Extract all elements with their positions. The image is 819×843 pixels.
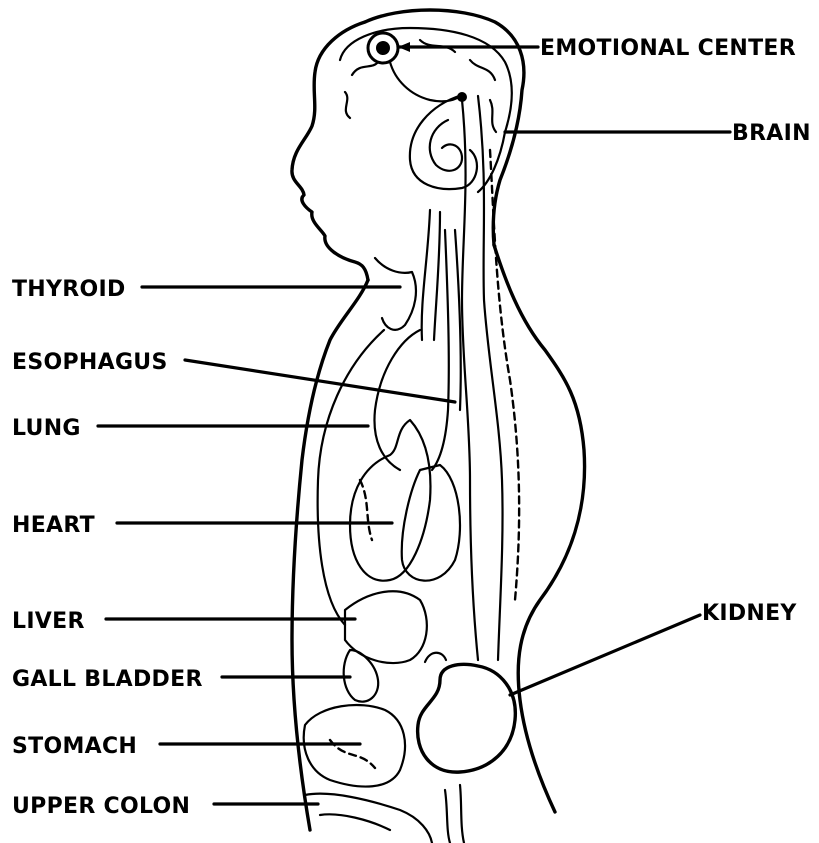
label-esophagus: ESOPHAGUS bbox=[12, 350, 168, 375]
upper-colon-organ bbox=[305, 794, 432, 843]
thyroid-outline bbox=[375, 258, 416, 330]
label-stomach: STOMACH bbox=[12, 734, 137, 759]
label-liver: LIVER bbox=[12, 609, 85, 634]
spine bbox=[462, 96, 519, 660]
label-heart: HEART bbox=[12, 513, 95, 538]
label-emotional-center: EMOTIONAL CENTER bbox=[540, 36, 796, 61]
label-thyroid: THYROID bbox=[12, 277, 126, 302]
brain-organ bbox=[340, 28, 512, 192]
chest-inner bbox=[318, 330, 384, 625]
heart-texture bbox=[360, 480, 372, 540]
head-outline bbox=[292, 22, 368, 280]
intestine-lines bbox=[445, 785, 464, 843]
trachea bbox=[422, 210, 440, 340]
esophagus-organ bbox=[432, 230, 461, 470]
label-kidney: KIDNEY bbox=[702, 601, 797, 626]
kidney-adrenal bbox=[425, 653, 446, 662]
label-gall-bladder: GALL BLADDER bbox=[12, 667, 203, 692]
label-brain: BRAIN bbox=[732, 121, 811, 146]
label-lung: LUNG bbox=[12, 416, 81, 441]
stomach-organ bbox=[304, 705, 405, 787]
lung-organ bbox=[374, 330, 420, 470]
emotional-center-dot bbox=[376, 41, 390, 55]
back-outline bbox=[494, 245, 585, 812]
cerebellum bbox=[410, 95, 477, 189]
arrow-emotional-center bbox=[398, 42, 410, 52]
cerebellum-swirl bbox=[430, 120, 462, 171]
spine-vertebrae bbox=[490, 150, 519, 600]
leader-kidney bbox=[510, 615, 700, 695]
label-upper-colon: UPPER COLON bbox=[12, 794, 190, 819]
brain-outline bbox=[340, 28, 512, 192]
kidney-organ bbox=[418, 664, 516, 772]
thyroid-organ bbox=[375, 210, 440, 340]
stomach-outline bbox=[304, 705, 405, 787]
nerve-path bbox=[390, 62, 462, 101]
heart-outline bbox=[350, 420, 430, 581]
